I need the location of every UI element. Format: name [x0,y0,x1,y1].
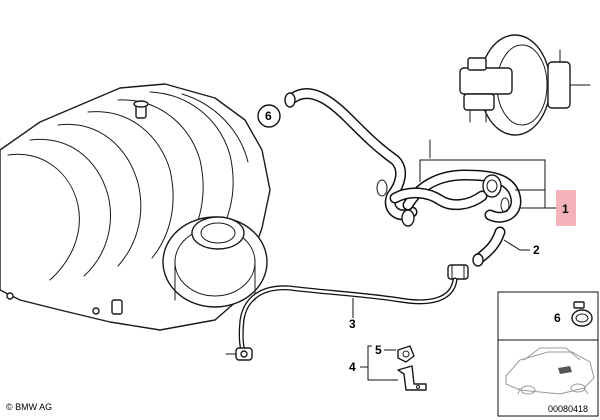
callout-1-highlight [556,190,576,226]
mounting-bracket [397,365,427,391]
vacuum-pipe [225,277,458,361]
vehicle-inset [497,291,599,417]
callout-5: 5 [375,343,382,357]
copyright-text: © BMW AG [6,402,52,412]
callout-6-circle [257,104,281,128]
callout-1: 1 [562,202,569,216]
brake-booster [429,34,591,159]
hose-clamp [571,309,593,327]
callout-3: 3 [349,317,356,331]
callout-6-top: 6 [265,109,272,123]
leader-1 [419,159,556,209]
intake-manifold [0,83,271,331]
callout-4: 4 [349,360,356,374]
pipe-clip [397,345,415,363]
diagram-number: 00080418 [548,404,588,414]
short-hose [447,226,506,280]
car-sketch [505,347,595,395]
leader-2 [503,239,530,251]
callout-6-inset: 6 [554,311,561,325]
vacuum-hose [284,88,522,227]
callout-2: 2 [533,243,540,257]
leader-4-bracket [360,345,398,381]
